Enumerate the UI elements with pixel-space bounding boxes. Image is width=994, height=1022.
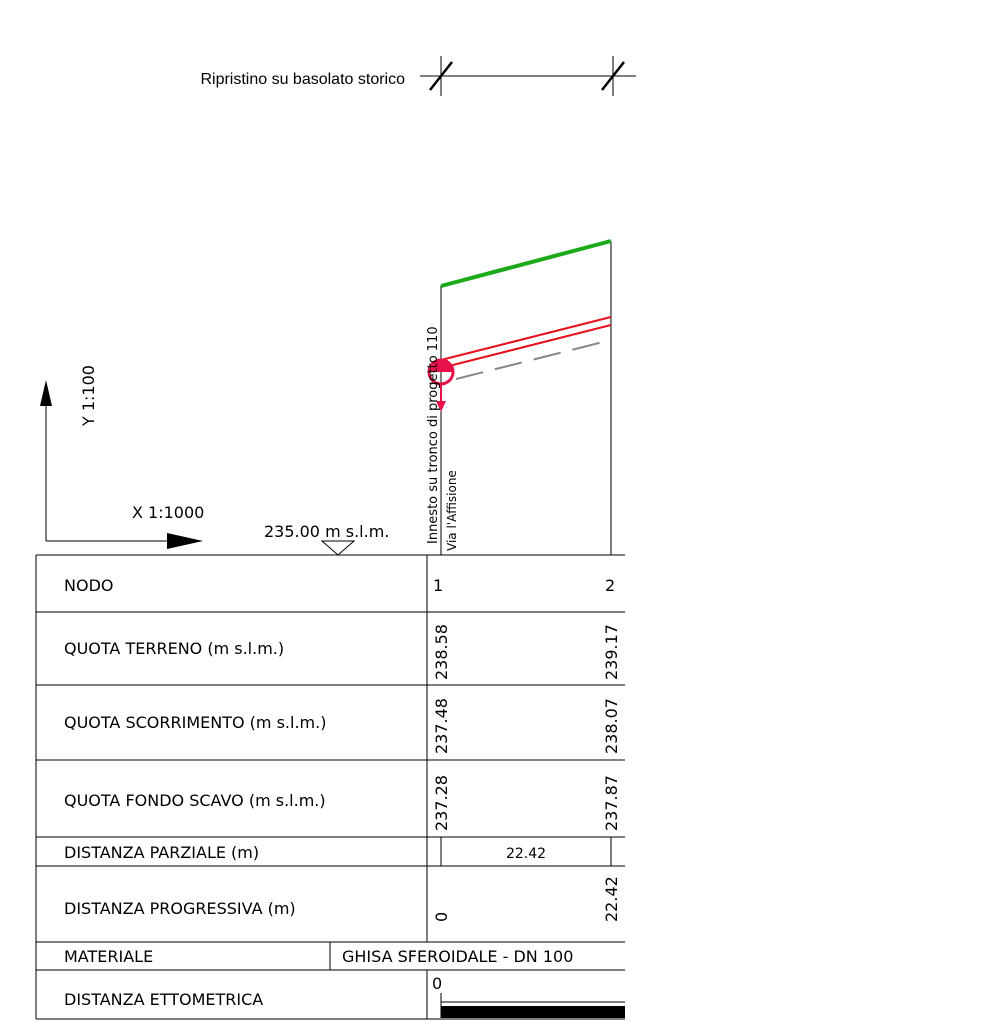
row-label-parziale: DISTANZA PARZIALE (m)	[64, 843, 259, 862]
street-label: Via l'Affisione	[445, 470, 459, 551]
ettometrica-bar	[440, 993, 625, 1018]
excavation-line	[455, 339, 612, 380]
connection-label: Innesto su tronco di progetto 110	[426, 326, 441, 544]
restoration-dimension-line	[420, 56, 636, 96]
node-2-fondo: 237.87	[602, 775, 621, 831]
node-2-id: 2	[605, 576, 615, 595]
y-scale-label: Y 1:100	[79, 365, 98, 427]
row-label-fondo: QUOTA FONDO SCAVO (m s.l.m.)	[64, 791, 326, 810]
row-label-terreno: QUOTA TERRENO (m s.l.m.)	[64, 639, 284, 658]
node-1-id: 1	[433, 576, 443, 595]
row-label-ettometrica: DISTANZA ETTOMETRICA	[64, 990, 263, 1009]
pipe-line-bottom	[440, 324, 612, 369]
node-2-terreno: 239.17	[602, 624, 621, 680]
row-label-materiale: MATERIALE	[64, 947, 153, 966]
node-2-progressiva: 22.42	[602, 876, 621, 922]
node-1-marker-icon	[427, 358, 455, 412]
node-1-fondo: 237.28	[432, 775, 451, 831]
datum-label: 235.00 m s.l.m.	[264, 522, 389, 541]
row-label-scorrimento: QUOTA SCORRIMENTO (m s.l.m.)	[64, 713, 326, 732]
datum-triangle-icon	[320, 540, 356, 556]
restoration-label: Ripristino su basolato storico	[200, 71, 405, 88]
node-1-progressiva: 0	[432, 912, 451, 922]
parziale-value: 22.42	[506, 846, 546, 862]
row-label-nodo: NODO	[64, 576, 113, 595]
ettometrica-start: 0	[432, 974, 442, 993]
node-2-scorrimento: 238.07	[602, 698, 621, 754]
x-scale-label: X 1:1000	[132, 503, 204, 522]
pipe-line-top	[440, 316, 612, 361]
terrain-line	[440, 239, 612, 288]
scale-axes	[40, 380, 203, 549]
row-label-progressiva: DISTANZA PROGRESSIVA (m)	[64, 899, 296, 918]
materiale-value: GHISA SFEROIDALE - DN 100	[342, 947, 573, 966]
node-1-scorrimento: 237.48	[432, 698, 451, 754]
x-axis-arrow-icon	[167, 533, 203, 549]
y-axis-arrow-icon	[40, 380, 52, 406]
node-1-terreno: 238.58	[432, 624, 451, 680]
profile-table	[35, 554, 625, 1020]
